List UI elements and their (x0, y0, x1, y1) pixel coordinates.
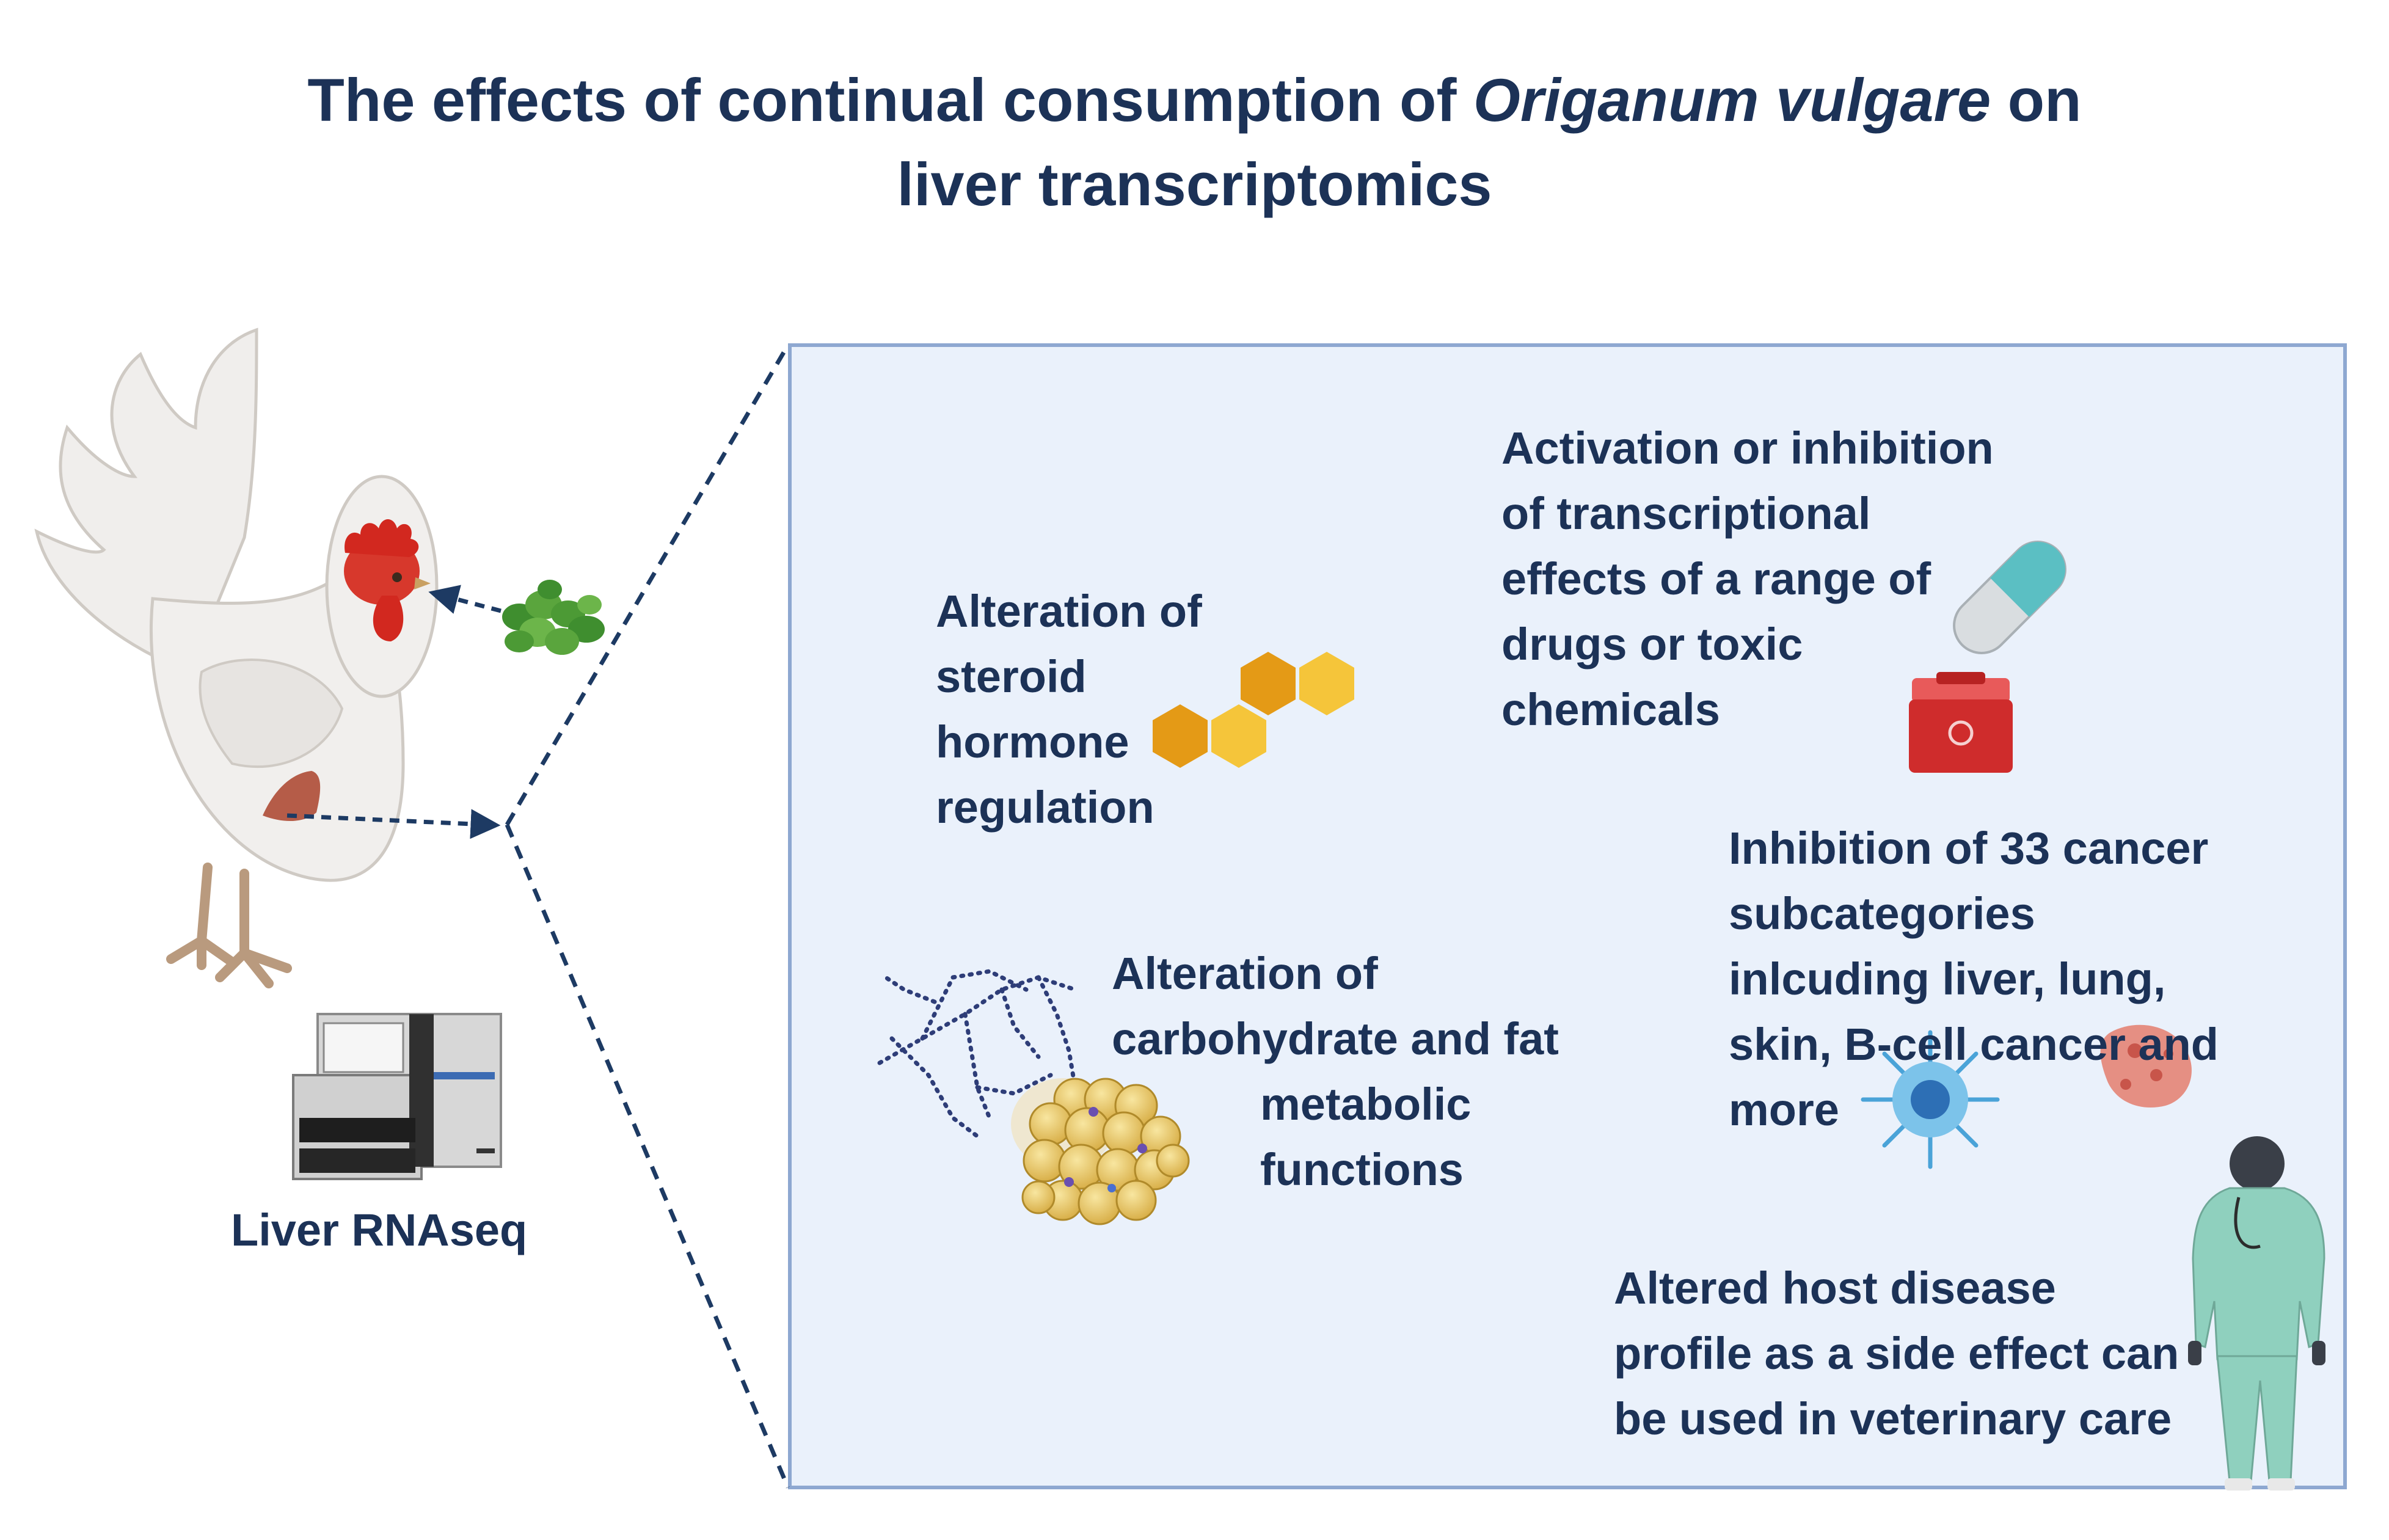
finding-disease-line: be used in veterinary care (1614, 1393, 2172, 1444)
title-species: Origanum vulgare (1473, 66, 1991, 134)
finding-drugs-line: chemicals (1501, 684, 1720, 735)
results-panel (788, 343, 2347, 1489)
rooster-illustration (34, 327, 439, 988)
glycogen-network-icon (877, 969, 1078, 1139)
finding-steroid-line: hormone (936, 717, 1129, 767)
finding-carbohydrate: Alteration of carbohydrate and fat metab… (1112, 941, 1559, 1202)
rooster-wattle (373, 596, 404, 641)
finding-disease-line: profile as a side effect can (1614, 1328, 2179, 1379)
finding-carb-line: metabolic (1260, 1079, 1472, 1129)
finding-steroid-line: Alteration of (936, 586, 1202, 637)
finding-disease-line: Altered host disease (1614, 1263, 2056, 1313)
finding-carb-line: carbohydrate and fat (1112, 1013, 1559, 1064)
finding-steroid: Alteration of steroid hormone regulation (936, 578, 1202, 840)
rooster-tail (34, 327, 258, 674)
finding-cancer-line: inlcuding liver, lung, (1729, 954, 2166, 1004)
title-line-1: The effects of continual consumption of … (0, 58, 2389, 142)
zoom-lines (505, 344, 790, 1489)
adipose-cells-icon (1011, 1078, 1190, 1225)
rooster-eye (392, 572, 402, 582)
oregano-leaves-icon (502, 580, 605, 655)
title-line-2: liver transcriptomics (897, 150, 1492, 218)
rooster-beak (414, 577, 431, 589)
rooster-leg-right (215, 869, 292, 988)
pill-capsule-icon (1953, 541, 2066, 654)
finding-drugs-line: drugs or toxic (1501, 619, 1803, 670)
biohazard-container-icon (1909, 672, 2013, 773)
steroid-hexagon-icon (1153, 652, 1354, 768)
finding-cancer: Inhibition of 33 cancer subcategories in… (1729, 816, 2219, 1142)
cancer-cell-icon (2100, 1024, 2192, 1108)
title-prefix: The effects of continual consumption of (307, 66, 1473, 134)
finding-disease: Altered host disease profile as a side e… (1614, 1255, 2179, 1451)
finding-drugs-line: of transcriptional (1501, 488, 1871, 539)
finding-cancer-line: subcategories (1729, 888, 2035, 939)
rooster-comb (345, 519, 419, 557)
finding-cancer-line: more (1729, 1084, 1839, 1135)
veterinarian-figure-icon (2188, 1136, 2325, 1491)
finding-carb-line: functions (1260, 1144, 1464, 1195)
finding-steroid-line: steroid (936, 651, 1087, 702)
rooster-leg-left (166, 863, 237, 970)
immune-cell-icon (1861, 1030, 2000, 1169)
arrow-to-rooster (428, 585, 502, 614)
finding-steroid-line: regulation (936, 782, 1154, 833)
liver-rnaseq-label: Liver RNAseq (231, 1205, 528, 1255)
zoom-line-bottom (505, 823, 790, 1489)
finding-carb-line: Alteration of (1112, 948, 1378, 999)
finding-cancer-line: skin, B-cell cancer and (1729, 1019, 2219, 1070)
finding-drugs-line: effects of a range of (1501, 553, 1931, 604)
liver-icon (263, 771, 321, 822)
sequencer-machine-icon (292, 1013, 502, 1180)
finding-drugs: Activation or inhibition of transcriptio… (1501, 415, 1994, 742)
finding-drugs-line: Activation or inhibition (1501, 423, 1994, 473)
figure-title: The effects of continual consumption of … (0, 58, 2389, 227)
title-suffix: on (1991, 66, 2082, 134)
finding-cancer-line: Inhibition of 33 cancer (1729, 823, 2209, 874)
rooster-wing (199, 659, 344, 768)
